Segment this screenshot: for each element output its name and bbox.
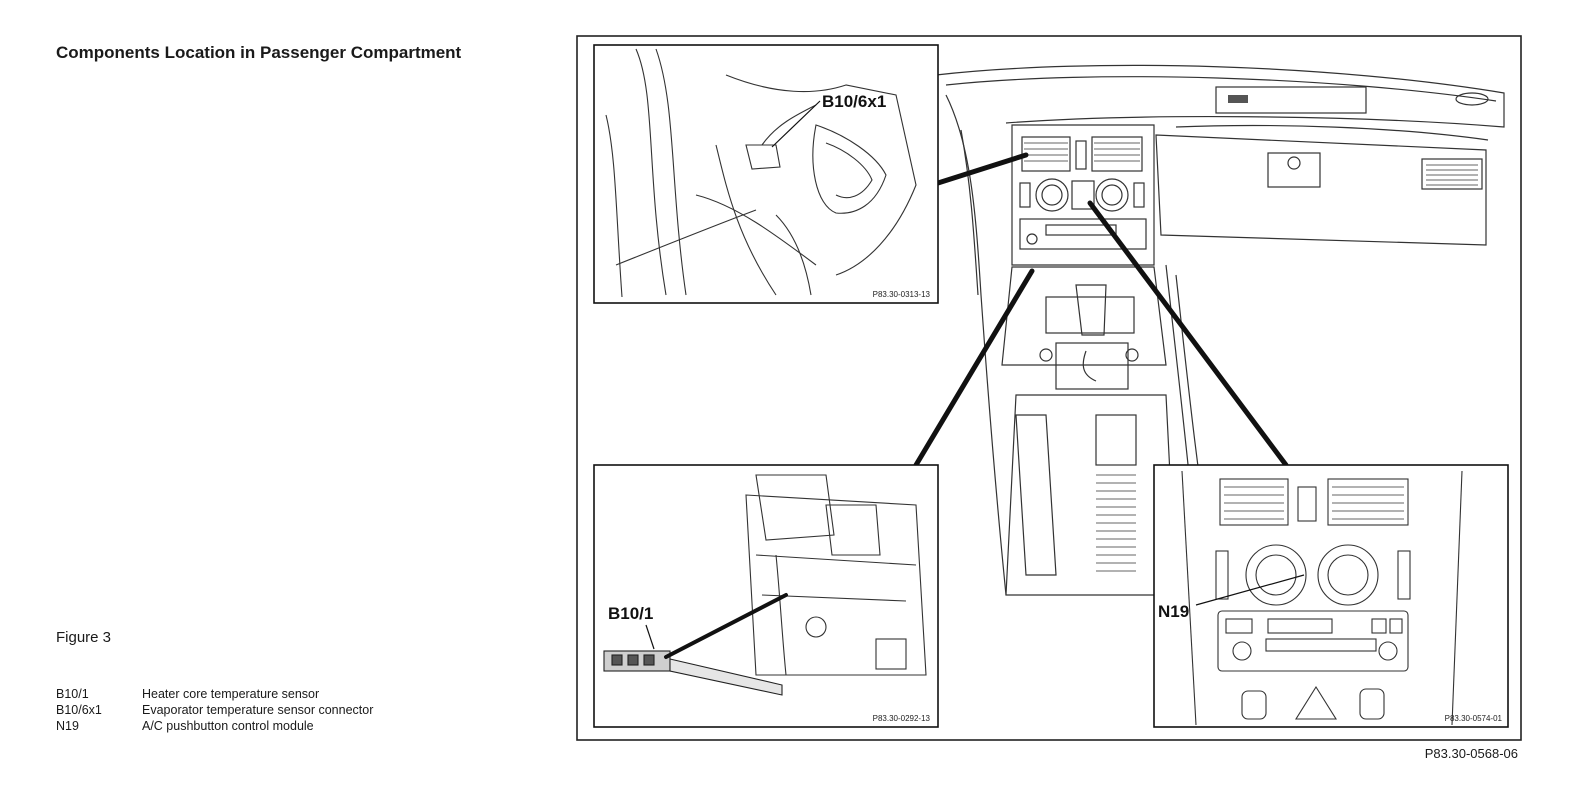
legend-description: Evaporator temperature sensor connector — [142, 703, 374, 717]
legend-row: N19 A/C pushbutton control module — [56, 718, 373, 734]
legend-code: N19 — [56, 719, 79, 733]
inset-top-left-callout: B10/6x1 — [822, 92, 886, 111]
legend-code: B10/6x1 — [56, 703, 102, 717]
dashboard-illustration: B10/6x1 P83.30-0313-13 B10/1 P83.30-0292… — [576, 35, 1522, 741]
figure-id: P83.30-0568-06 — [1424, 746, 1518, 761]
inset-top-left: B10/6x1 P83.30-0313-13 — [593, 44, 939, 304]
legend: B10/1 Heater core temperature sensor B10… — [56, 686, 373, 734]
legend-row: B10/1 Heater core temperature sensor — [56, 686, 373, 702]
legend-description: A/C pushbutton control module — [142, 719, 314, 733]
legend-description: Heater core temperature sensor — [142, 687, 320, 701]
dashboard-drawing — [935, 64, 1505, 596]
inset-bottom-left-id: P83.30-0292-13 — [873, 714, 931, 723]
inset-bottom-right: N19 P83.30-0574-01 — [1153, 464, 1509, 728]
inset-bottom-left: B10/1 P83.30-0292-13 — [593, 464, 939, 728]
legend-row: B10/6x1 Evaporator temperature sensor co… — [56, 702, 373, 718]
page-heading: Components Location in Passenger Compart… — [56, 43, 462, 62]
figure-label: Figure 3 — [56, 629, 112, 646]
leader-lines — [913, 152, 1289, 468]
legend-code: B10/1 — [56, 687, 89, 701]
inset-top-left-id: P83.30-0313-13 — [873, 290, 931, 299]
inset-bottom-left-callout: B10/1 — [608, 604, 653, 623]
inset-bottom-right-callout: N19 — [1158, 602, 1189, 621]
inset-bottom-right-id: P83.30-0574-01 — [1445, 714, 1503, 723]
